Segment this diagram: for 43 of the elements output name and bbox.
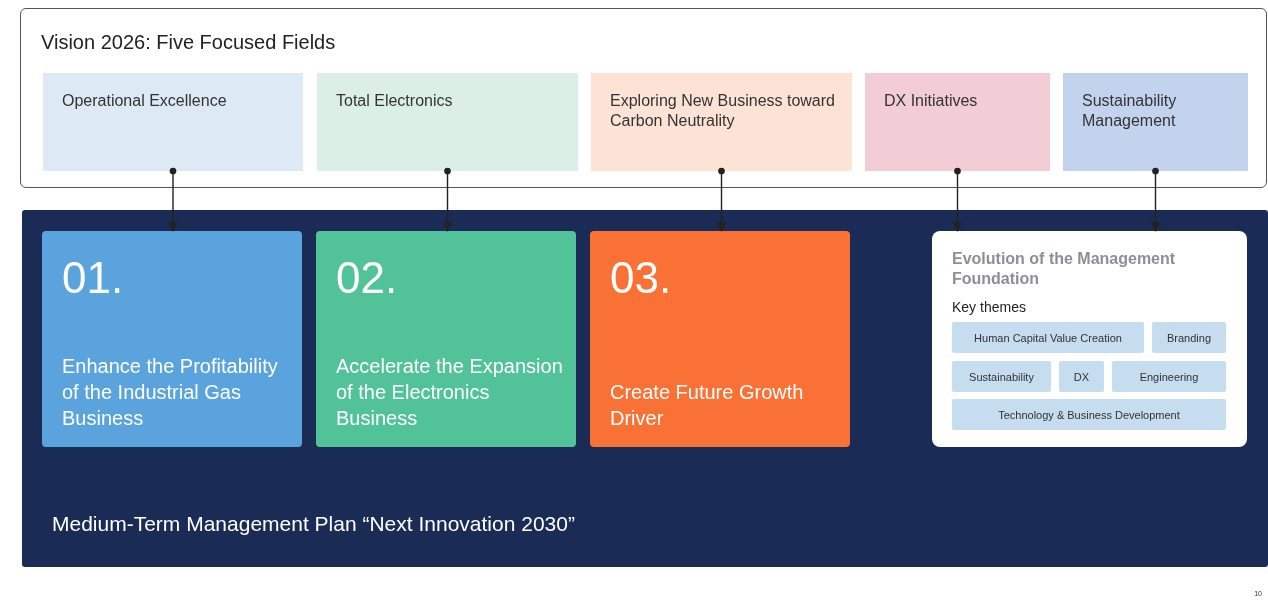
goal-text: Enhance the Profitability of the Industrial Gas Business — [62, 354, 279, 431]
card-subheading: Key themes — [952, 299, 1026, 315]
theme-label: Sustainability — [969, 370, 1034, 383]
theme-label: DX — [1073, 370, 1090, 383]
theme-label: Engineering — [1139, 370, 1199, 383]
plan-title: Medium-Term Management Plan “Next Innovation 2030” — [52, 512, 575, 536]
goal-number: 03. — [610, 253, 672, 303]
field-label: Total Electronics — [336, 91, 454, 111]
field-label: Operational Excellence — [62, 91, 228, 111]
vision-panel — [20, 8, 1267, 188]
theme-label: Human Capital Value Creation — [974, 331, 1122, 344]
field-box — [317, 73, 578, 171]
arrow — [1150, 167, 1161, 232]
goal-number: 02. — [336, 253, 398, 303]
arrow — [168, 167, 178, 232]
goal-text: Create Future Growth Driver — [610, 380, 805, 431]
theme-box — [952, 399, 1226, 430]
arrow — [442, 167, 453, 232]
theme-label: Technology & Business Development — [998, 408, 1180, 421]
theme-box — [952, 361, 1051, 392]
field-label: Sustainability Management — [1082, 91, 1178, 131]
theme-box — [1059, 361, 1104, 392]
goal-card — [590, 231, 850, 447]
arrow — [952, 167, 963, 232]
field-box — [43, 73, 303, 171]
theme-box — [1152, 322, 1226, 353]
goal-text: Accelerate the Expansion of the Electronics Business — [336, 354, 564, 431]
goal-number: 01. — [62, 253, 124, 303]
field-box — [591, 73, 852, 171]
theme-box — [1112, 361, 1226, 392]
field-label: DX Initiatives — [884, 91, 979, 111]
arrow — [716, 167, 727, 232]
card-heading: Evolution of the Management Foundation — [952, 249, 1177, 289]
plan-panel — [22, 210, 1268, 567]
goal-card — [42, 231, 302, 447]
theme-label: Branding — [1166, 331, 1211, 344]
foundation-card — [932, 231, 1247, 447]
panel-title: Vision 2026: Five Focused Fields — [41, 31, 336, 54]
field-label: Exploring New Business toward Carbon Neutrality — [610, 91, 836, 131]
field-box — [865, 73, 1050, 171]
goal-card — [316, 231, 576, 447]
theme-box — [952, 322, 1144, 353]
field-box — [1063, 73, 1248, 171]
